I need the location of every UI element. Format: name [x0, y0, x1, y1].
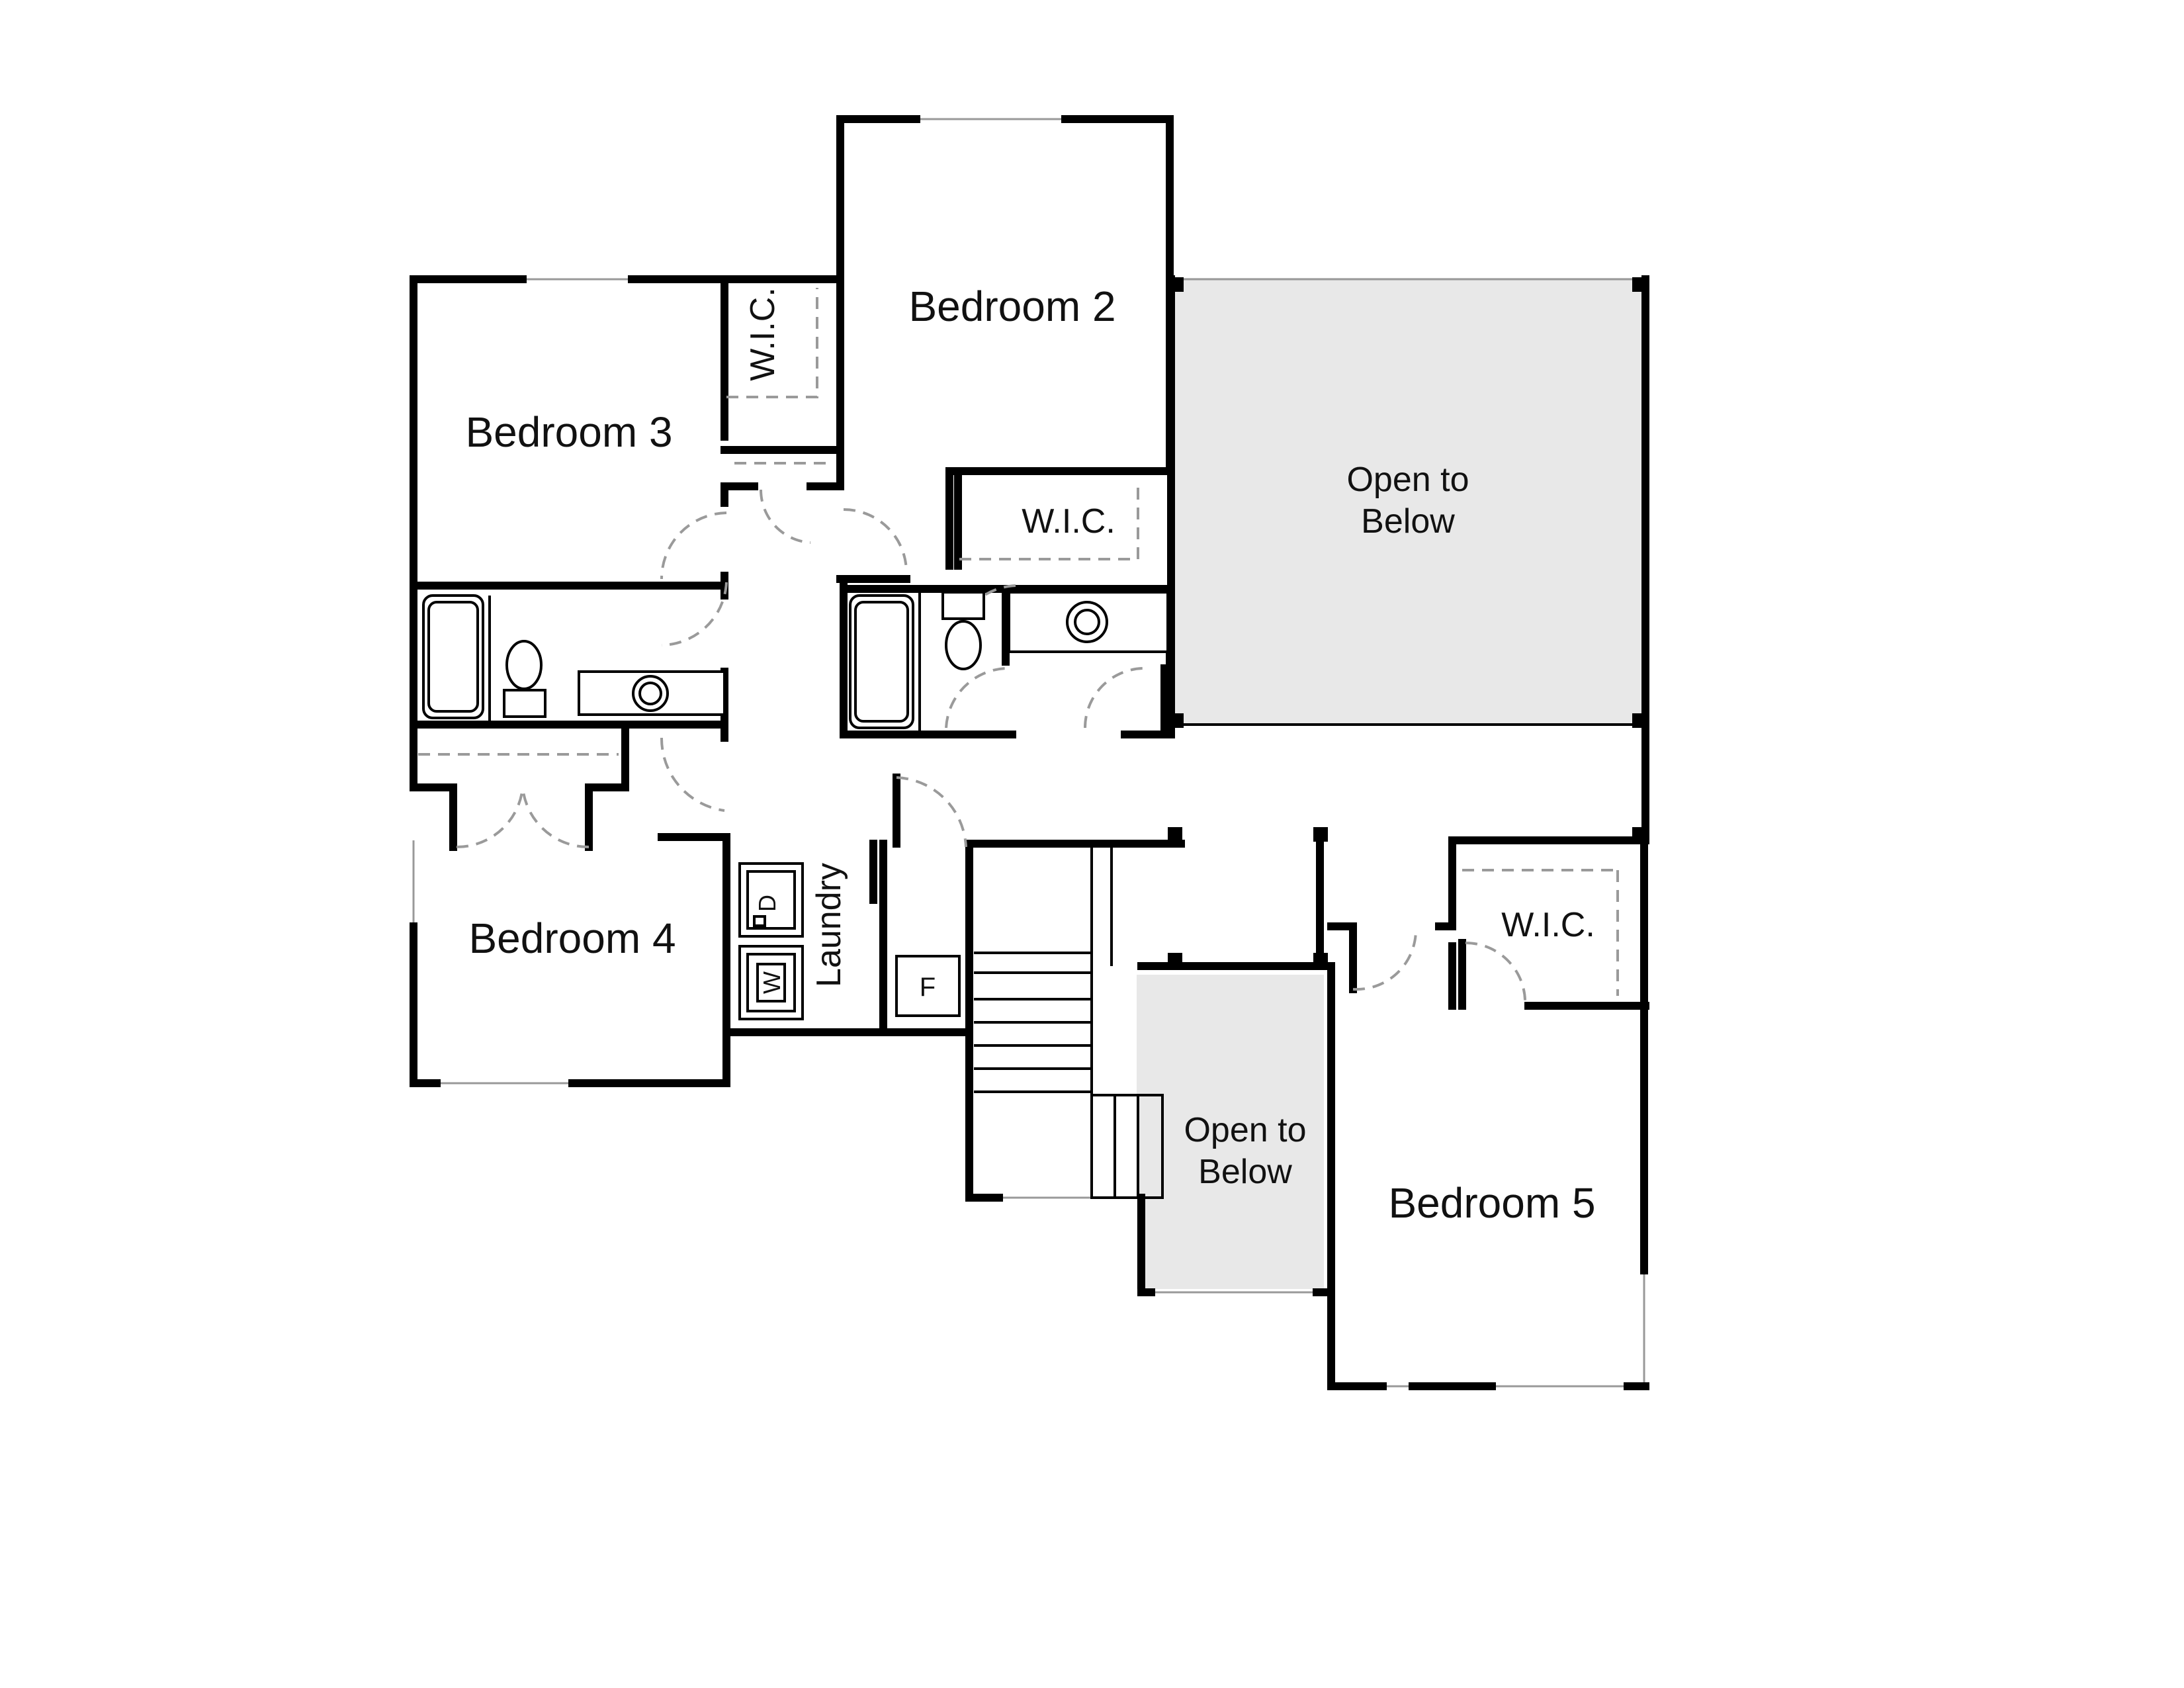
windows	[412, 118, 1645, 1388]
open-to-below-large-line1: Open to	[1346, 461, 1469, 499]
laundry-label: Laundry	[810, 863, 848, 987]
wic-bedroom-3-label: W.I.C.	[744, 287, 782, 381]
stairs	[974, 844, 1164, 1199]
open-to-below-small-area	[1137, 975, 1324, 1289]
walls	[410, 115, 1649, 1390]
bath-fixtures	[422, 591, 1169, 731]
open-to-below-large-line2: Below	[1361, 502, 1455, 541]
laundry-appliances	[738, 862, 961, 1020]
washer-label: W	[758, 971, 785, 994]
bathtub-right	[849, 594, 914, 729]
wic-bedroom-2-label: W.I.C.	[1022, 502, 1115, 541]
dryer-label: D	[754, 895, 781, 912]
dryer	[738, 862, 804, 938]
bedroom-2-label: Bedroom 2	[908, 283, 1115, 330]
open-to-below-small-line1: Open to	[1184, 1111, 1306, 1149]
open-to-below-large-area	[1171, 278, 1645, 723]
furnace	[895, 955, 961, 1017]
sink-left	[632, 675, 669, 712]
structural-posts	[1168, 277, 1647, 967]
open-to-below-small-line2: Below	[1198, 1153, 1292, 1191]
bedroom-3-label: Bedroom 3	[465, 408, 672, 456]
bedroom-5-label: Bedroom 5	[1388, 1179, 1595, 1227]
wic-bedroom-5-label: W.I.C.	[1501, 906, 1595, 944]
bedroom-4-label: Bedroom 4	[468, 914, 676, 962]
toilet-left	[505, 640, 543, 690]
washer	[738, 945, 804, 1020]
furnace-label: F	[920, 973, 936, 1002]
toilet-right	[945, 620, 982, 670]
closet-dashes	[418, 288, 1619, 996]
bathtub-left	[422, 594, 484, 719]
sink-right	[1066, 601, 1108, 643]
